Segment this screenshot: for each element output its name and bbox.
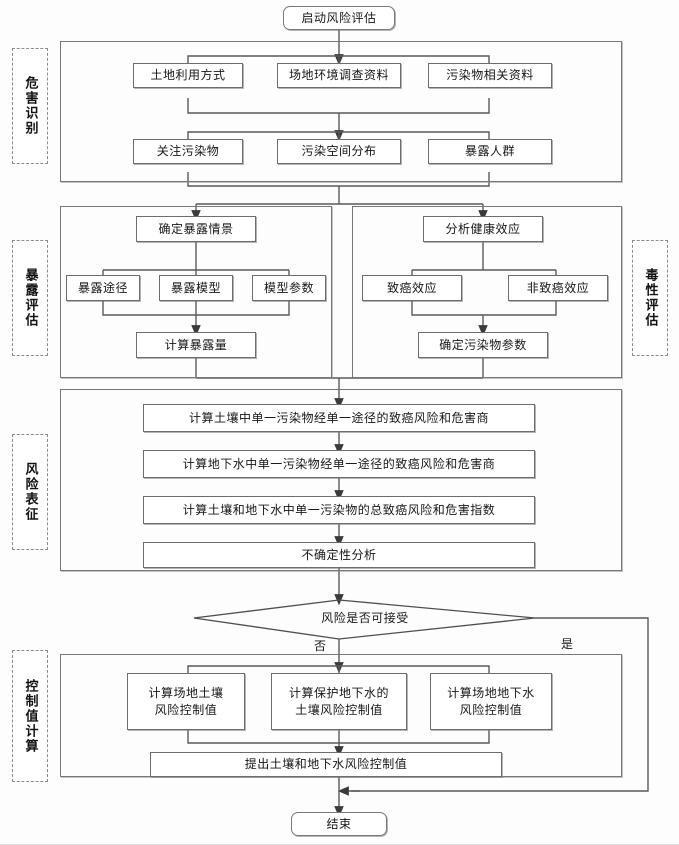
risk-box-groundwater-single-label: 计算地下水中单一污染物经单一途径的致癌风险和危害商 xyxy=(182,456,496,471)
stage-label-risk: 风险表征 xyxy=(12,434,48,550)
end-node-label: 结束 xyxy=(326,816,352,831)
hazard-box-exposed-population[interactable]: 暴露人群 xyxy=(428,139,552,164)
hazard-box-target-pollutant[interactable]: 关注污染物 xyxy=(133,139,243,164)
exposure-box-pathway-label: 暴露途径 xyxy=(77,280,128,295)
decision-yes-label: 是 xyxy=(561,637,574,651)
toxicity-box-carcinogenic-label: 致癌效应 xyxy=(386,280,437,295)
control-box-site-soil-label: 计算场地土壤 风险控制值 xyxy=(148,685,223,717)
exposure-box-parameters[interactable]: 模型参数 xyxy=(252,275,326,301)
hazard-box-pollutant-data[interactable]: 污染物相关资料 xyxy=(428,63,552,88)
exposure-box-calculate-dose-label: 计算暴露量 xyxy=(164,337,228,352)
control-box-site-soil[interactable]: 计算场地土壤 风险控制值 xyxy=(127,673,245,730)
stage-label-control: 控制值计算 xyxy=(12,650,48,782)
toxicity-box-non-carcinogenic[interactable]: 非致癌效应 xyxy=(508,275,608,301)
toxicity-box-determine-parameters[interactable]: 确定污染物参数 xyxy=(418,332,548,358)
decision-node-label: 风险是否可接受 xyxy=(321,611,409,625)
control-box-protect-groundwater[interactable]: 计算保护地下水的 土壤风险控制值 xyxy=(271,673,407,730)
stage-label-toxicity-text: 毒性评估 xyxy=(642,268,658,328)
control-box-propose-values[interactable]: 提出土壤和地下水风险控制值 xyxy=(150,752,502,777)
risk-box-total-risk-label: 计算土壤和地下水中单一污染物的总致癌风险和危害指数 xyxy=(182,502,496,517)
hazard-box-land-use-label: 土地利用方式 xyxy=(150,68,226,82)
hazard-box-spatial-distribution-label: 污染空间分布 xyxy=(301,144,377,158)
risk-box-total-risk[interactable]: 计算土壤和地下水中单一污染物的总致癌风险和危害指数 xyxy=(143,496,535,524)
exposure-group-frame xyxy=(60,206,332,378)
control-box-propose-values-label: 提出土壤和地下水风险控制值 xyxy=(244,757,408,771)
control-box-site-groundwater-line2: 风险控制值 xyxy=(459,702,523,717)
exposure-box-model[interactable]: 暴露模型 xyxy=(159,275,233,301)
exposure-box-model-label: 暴露模型 xyxy=(170,280,221,295)
hazard-box-land-use[interactable]: 土地利用方式 xyxy=(133,63,243,88)
hazard-group-frame xyxy=(60,41,622,182)
toxicity-box-non-carcinogenic-label: 非致癌效应 xyxy=(526,280,590,295)
toxicity-box-health-effects[interactable]: 分析健康效应 xyxy=(423,216,543,242)
control-box-site-groundwater[interactable]: 计算场地地下水 风险控制值 xyxy=(430,673,552,730)
decision-node[interactable]: 风险是否可接受 xyxy=(194,600,536,640)
risk-box-groundwater-single[interactable]: 计算地下水中单一污染物经单一途径的致癌风险和危害商 xyxy=(143,450,535,478)
risk-box-soil-single[interactable]: 计算土壤中单一污染物经单一途径的致癌风险和危害商 xyxy=(143,404,535,432)
exposure-box-scenario-label: 确定暴露情景 xyxy=(158,221,234,236)
hazard-box-site-survey-label: 场地环境调查资料 xyxy=(288,68,389,82)
end-node[interactable]: 结束 xyxy=(291,812,387,836)
stage-label-control-text: 控制值计算 xyxy=(22,678,38,754)
exposure-box-parameters-label: 模型参数 xyxy=(263,280,314,295)
control-box-protect-groundwater-line2: 土壤风险控制值 xyxy=(295,702,383,717)
decision-no-label: 否 xyxy=(314,639,327,653)
toxicity-box-carcinogenic[interactable]: 致癌效应 xyxy=(362,275,462,301)
exposure-box-pathway[interactable]: 暴露途径 xyxy=(66,275,140,301)
stage-label-hazard: 危害识别 xyxy=(12,48,48,164)
stage-label-toxicity: 毒性评估 xyxy=(632,240,668,356)
toxicity-group-frame xyxy=(352,206,622,378)
risk-box-uncertainty[interactable]: 不确定性分析 xyxy=(143,542,535,568)
hazard-box-spatial-distribution[interactable]: 污染空间分布 xyxy=(277,139,401,164)
control-box-site-soil-line1: 计算场地土壤 xyxy=(148,686,224,701)
risk-box-soil-single-label: 计算土壤中单一污染物经单一途径的致癌风险和危害商 xyxy=(188,410,489,425)
hazard-box-site-survey[interactable]: 场地环境调查资料 xyxy=(277,63,401,88)
hazard-box-exposed-population-label: 暴露人群 xyxy=(464,144,515,158)
stage-label-hazard-text: 危害识别 xyxy=(22,76,38,136)
control-box-protect-groundwater-label: 计算保护地下水的 土壤风险控制值 xyxy=(289,685,389,717)
stage-label-exposure: 暴露评估 xyxy=(12,240,48,356)
risk-box-uncertainty-label: 不确定性分析 xyxy=(301,547,377,562)
stage-label-risk-text: 风险表征 xyxy=(22,462,38,522)
exposure-box-scenario[interactable]: 确定暴露情景 xyxy=(136,216,256,242)
start-node-label: 启动风险评估 xyxy=(301,10,377,25)
control-box-protect-groundwater-line1: 计算保护地下水的 xyxy=(288,686,389,701)
risk-group-frame xyxy=(60,389,622,571)
control-box-site-groundwater-line1: 计算场地地下水 xyxy=(447,686,535,701)
start-node[interactable]: 启动风险评估 xyxy=(283,6,395,30)
toxicity-box-determine-parameters-label: 确定污染物参数 xyxy=(439,337,527,352)
hazard-box-pollutant-data-label: 污染物相关资料 xyxy=(446,68,534,82)
control-box-site-groundwater-label: 计算场地地下水 风险控制值 xyxy=(447,685,535,717)
toxicity-box-health-effects-label: 分析健康效应 xyxy=(445,221,521,236)
exposure-box-calculate-dose[interactable]: 计算暴露量 xyxy=(136,332,256,358)
hazard-box-target-pollutant-label: 关注污染物 xyxy=(156,144,220,158)
stage-label-exposure-text: 暴露评估 xyxy=(22,268,38,328)
control-box-site-soil-line2: 风险控制值 xyxy=(154,702,218,717)
